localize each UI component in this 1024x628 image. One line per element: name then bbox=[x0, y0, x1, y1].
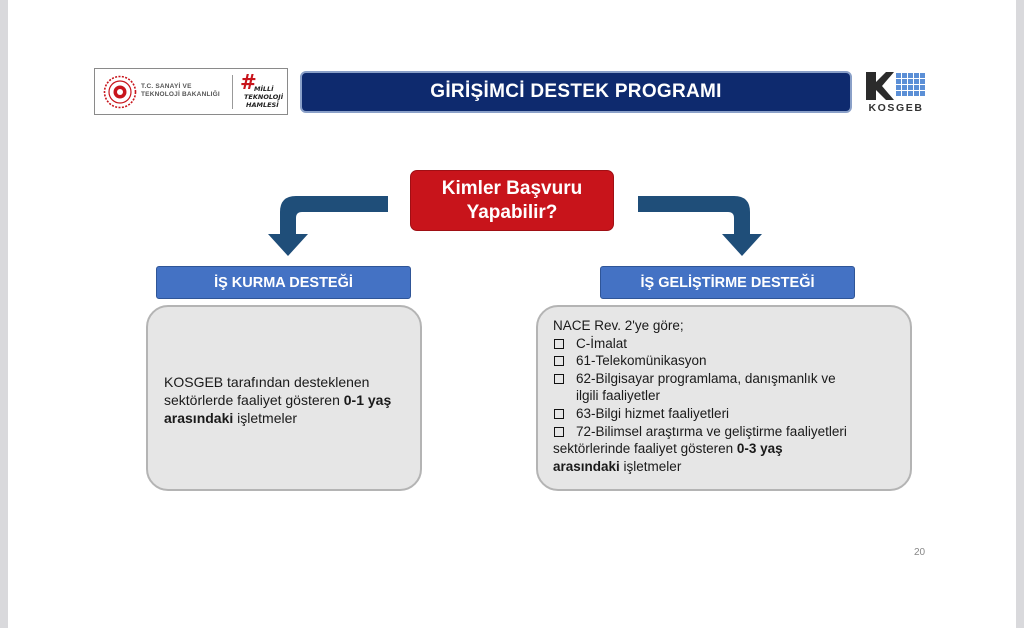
question-box: Kimler Başvuru Yapabilir? bbox=[410, 170, 614, 231]
list-item-continuation: ilgili faaliyetler bbox=[576, 388, 661, 404]
ministry-logo: T.C. SANAYİ VE TEKNOLOJİ BAKANLIĞI # MİL… bbox=[94, 68, 288, 115]
list-item: 72-Bilimsel araştırma ve geliştirme faal… bbox=[553, 423, 905, 441]
page-title: GİRİŞİMCİ DESTEK PROGRAMI bbox=[300, 71, 852, 113]
kosgeb-logo: KOSGEB bbox=[860, 70, 932, 116]
checkbox-square-icon bbox=[554, 338, 564, 349]
nace-intro: NACE Rev. 2'ye göre; bbox=[553, 318, 684, 333]
checkbox-square-icon bbox=[554, 373, 564, 384]
checkbox-square-icon bbox=[554, 356, 564, 367]
question-line-1: Kimler Başvuru bbox=[441, 177, 583, 199]
arrow-left-down-icon bbox=[268, 196, 388, 256]
arrow-right-down-icon bbox=[638, 196, 762, 256]
is-gelistirme-content-box: NACE Rev. 2'ye göre; C-İmalat 61-Telekom… bbox=[536, 305, 912, 491]
kosgeb-wordmark: KOSGEB bbox=[868, 102, 924, 114]
page-number: 20 bbox=[914, 547, 926, 558]
is-gelistirme-description: NACE Rev. 2'ye göre; C-İmalat 61-Telekom… bbox=[553, 317, 905, 475]
checkbox-square-icon bbox=[554, 408, 564, 419]
milli-teknoloji-hamlesi-logo: # MİLLİ TEKNOLOJİ HAMLESİ bbox=[240, 72, 284, 109]
svg-text:MİLLİ: MİLLİ bbox=[254, 84, 274, 93]
list-item: C-İmalat bbox=[553, 335, 905, 353]
list-item: 62-Bilgisayar programlama, danışmanlık v… bbox=[553, 370, 905, 388]
is-kurma-content-box: KOSGEB tarafından desteklenen sektörlerd… bbox=[146, 305, 422, 491]
logo-divider bbox=[232, 75, 233, 109]
checkbox-square-icon bbox=[554, 426, 564, 437]
question-line-2: Yapabilir? bbox=[466, 201, 558, 223]
list-item: 61-Telekomünikasyon bbox=[553, 352, 905, 370]
svg-text:HAMLESİ: HAMLESİ bbox=[246, 100, 279, 109]
svg-text:#: # bbox=[240, 72, 257, 94]
heading-is-gelistirme-destegi: İŞ GELİŞTİRME DESTEĞİ bbox=[600, 266, 855, 299]
ministry-seal-icon bbox=[103, 75, 137, 109]
heading-is-kurma-destegi: İŞ KURMA DESTEĞİ bbox=[156, 266, 411, 299]
is-kurma-description: KOSGEB tarafından desteklenen sektörlerd… bbox=[164, 374, 392, 426]
slide: T.C. SANAYİ VE TEKNOLOJİ BAKANLIĞI # MİL… bbox=[8, 0, 1016, 628]
kosgeb-mark-icon bbox=[866, 72, 925, 100]
svg-text:TEKNOLOJİ: TEKNOLOJİ bbox=[244, 92, 284, 101]
list-item: 63-Bilgi hizmet faaliyetleri bbox=[553, 405, 905, 423]
ministry-name: T.C. SANAYİ VE TEKNOLOJİ BAKANLIĞI bbox=[141, 83, 220, 98]
